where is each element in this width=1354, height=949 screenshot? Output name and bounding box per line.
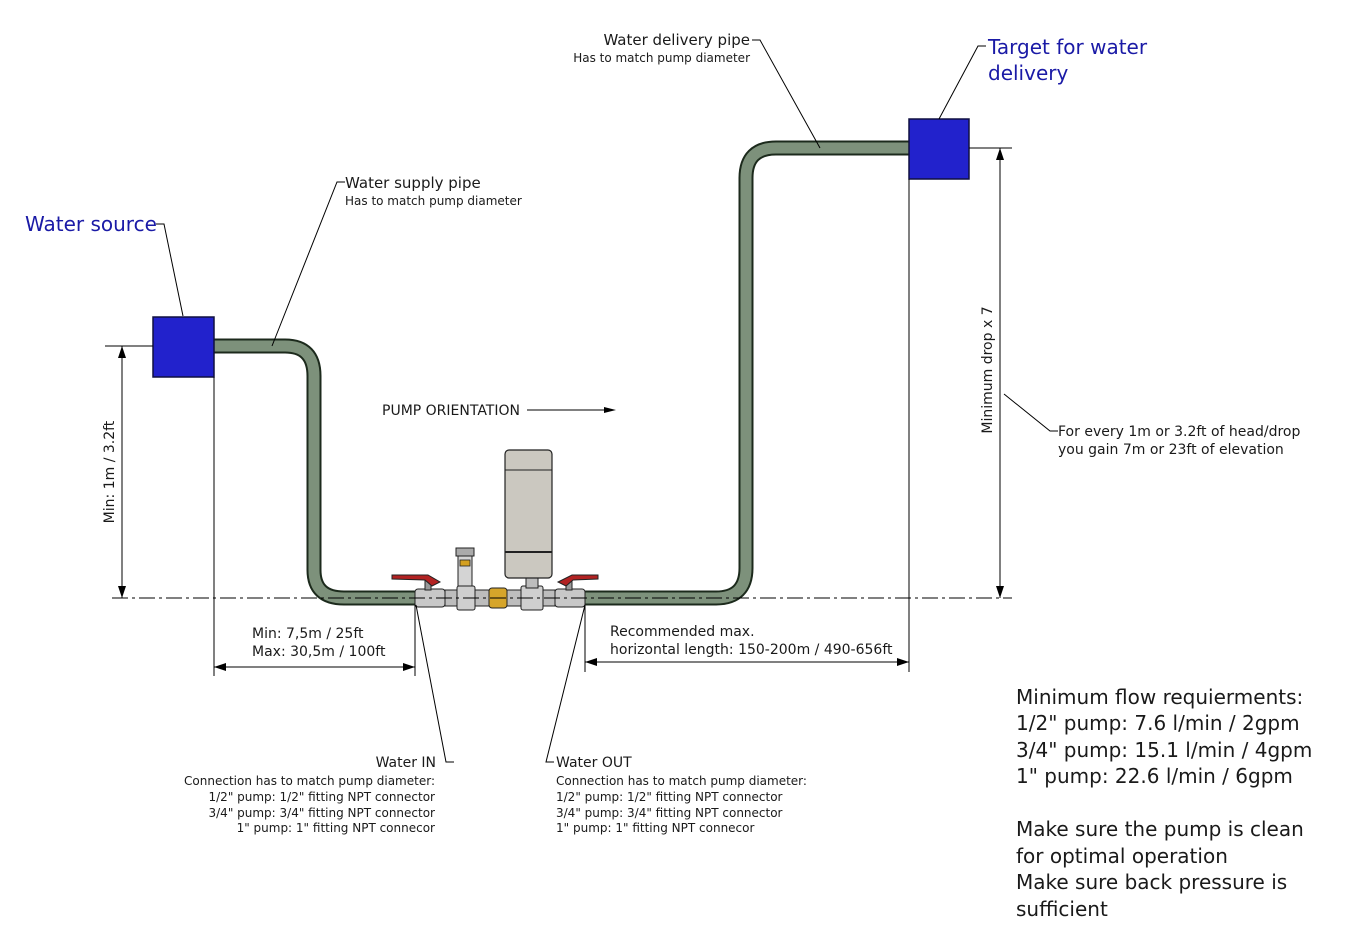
requirements-line: 1/2" pump: 7.6 l/min / 2gpm (1016, 711, 1300, 735)
water-source-leader (156, 223, 184, 317)
delivery-pipe-leader (752, 39, 821, 149)
supply-pipe-label: Water supply pipe (345, 174, 481, 192)
target-leader (938, 45, 986, 120)
water-source-tank (152, 316, 215, 378)
pump-assembly (391, 449, 599, 611)
target-tank (908, 118, 970, 180)
requirements-title: Minimum flow requierments: (1016, 685, 1303, 709)
water-in-line: 1/2" pump: 1/2" fitting NPT connector (209, 790, 436, 804)
outlet-valve-handle (556, 574, 599, 587)
water-source-label: Water source (25, 212, 157, 236)
recommended-line1: Recommended max. (610, 624, 755, 640)
maintenance-note: Make sure back pressure is (1016, 870, 1287, 894)
delivery-pipe-note: Has to match pump diameter (573, 51, 750, 65)
maintenance-note: for optimal operation (1016, 844, 1228, 868)
water-in-line: 3/4" pump: 3/4" fitting NPT connector (209, 806, 436, 820)
target-label-line2: delivery (988, 61, 1068, 85)
water-in-leader (415, 604, 454, 763)
water-supply-pipe (214, 338, 425, 606)
min-drop-label: Minimum drop x 7 (980, 306, 996, 433)
requirements-line: 3/4" pump: 15.1 l/min / 4gpm (1016, 738, 1312, 762)
pump-orientation-arrow (527, 407, 616, 413)
target-label-line1: Target for water (987, 35, 1148, 59)
supply-pipe-leader (271, 181, 345, 347)
pressure-tank (504, 449, 553, 579)
head-note-line2: you gain 7m or 23ft of elevation (1058, 442, 1284, 458)
water-out-leader (545, 604, 586, 763)
water-delivery-pipe (575, 140, 910, 606)
min-drop-dimension (969, 147, 1012, 598)
water-out-line: 1/2" pump: 1/2" fitting NPT connector (556, 790, 783, 804)
delivery-length-dimension (584, 179, 910, 672)
air-valve (457, 551, 473, 587)
min-height-label: Min: 1m / 3.2ft (102, 420, 118, 523)
min-height-dimension (105, 345, 153, 598)
water-in-title: Water IN (376, 755, 436, 771)
maintenance-note: Make sure the pump is clean (1016, 817, 1304, 841)
supply-length-dimension (213, 377, 416, 676)
inlet-valve-handle (391, 574, 442, 587)
requirements-line: 1" pump: 22.6 l/min / 6gpm (1016, 764, 1293, 788)
delivery-pipe-label: Water delivery pipe (603, 31, 750, 49)
pump-orientation-label: PUMP ORIENTATION (382, 403, 520, 419)
supply-pipe-note: Has to match pump diameter (345, 194, 522, 208)
maintenance-note: sufficient (1016, 897, 1108, 921)
supply-length-min: Min: 7,5m / 25ft (252, 626, 364, 642)
water-out-title: Water OUT (556, 755, 632, 771)
recommended-line2: horizontal length: 150-200m / 490-656ft (610, 642, 893, 658)
water-out-line: Connection has to match pump diameter: (556, 774, 807, 788)
water-in-line: 1" pump: 1" fitting NPT connecor (237, 821, 435, 835)
head-note-leader (1003, 393, 1058, 432)
water-in-line: Connection has to match pump diameter: (184, 774, 435, 788)
supply-length-max: Max: 30,5m / 100ft (252, 644, 386, 660)
head-note-line1: For every 1m or 3.2ft of head/drop (1058, 424, 1300, 440)
water-out-line: 1" pump: 1" fitting NPT connecor (556, 821, 754, 835)
water-out-line: 3/4" pump: 3/4" fitting NPT connector (556, 806, 783, 820)
